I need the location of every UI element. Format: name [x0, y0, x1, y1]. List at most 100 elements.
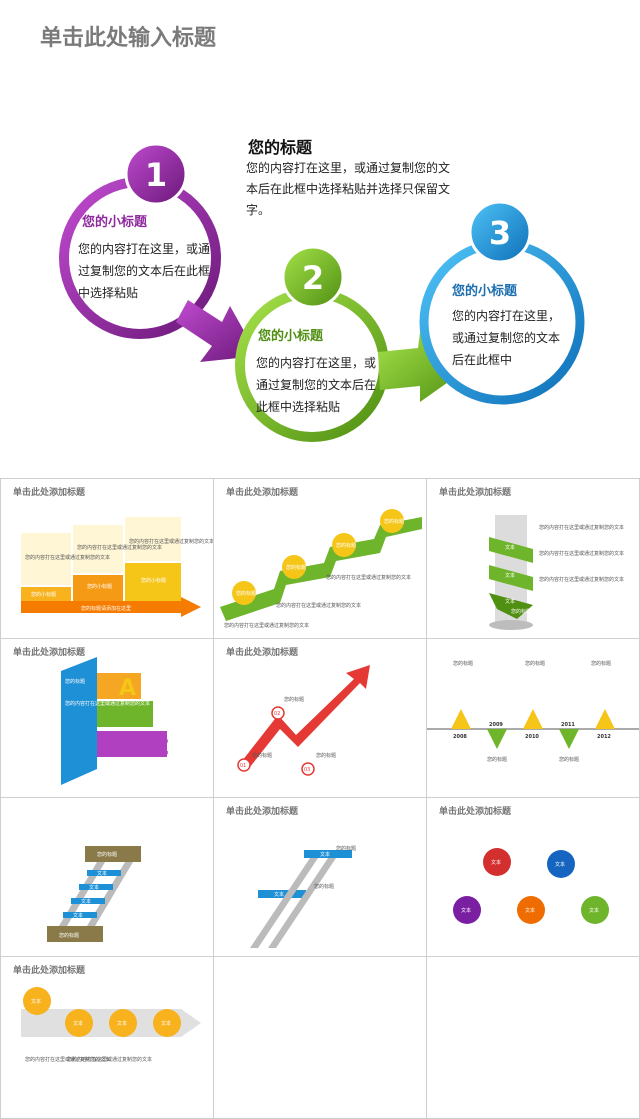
stair-bars-graphic: 您的小标题 您的小标题 您的小标题 您的标题请添加在这里 您的内容打在这里或通过… [21, 517, 213, 617]
thumbnail-8[interactable]: 单击此处添加标题 文本 您的标题 文本 您的标题 [213, 797, 427, 957]
ladder-graphic: 您的标题 文本 文本 文本 文本 您的标题 [47, 846, 141, 942]
thumbnail-6[interactable]: 2008 2009 2010 2011 2012 您的标题 您的标题 您的标题 … [426, 638, 640, 798]
thumbnail-title: 单击此处添加标题 [13, 648, 86, 658]
svg-text:您的标题: 您的标题 [59, 932, 79, 939]
svg-text:您的内容打在这里或通过复制您的文本: 您的内容打在这里或通过复制您的文本 [65, 700, 150, 707]
thumbnail-10[interactable]: 单击此处添加标题 文本 文本 文本 文本 您的内容打在这里或通过复制您的文本 您… [0, 956, 214, 1119]
svg-text:文本: 文本 [117, 1020, 127, 1027]
step-1-subtitle[interactable]: 您的小标题 [82, 215, 148, 230]
svg-text:2008: 2008 [453, 734, 467, 740]
thumbnail-empty-1 [213, 956, 427, 1119]
thumbnail-title: 单击此处添加标题 [226, 648, 299, 658]
badge-3-number: 3 [489, 214, 511, 252]
svg-text:2012: 2012 [597, 734, 611, 740]
badge-2-number: 2 [302, 259, 324, 297]
svg-text:文本: 文本 [161, 1020, 171, 1027]
thumbnail-9[interactable]: 单击此处添加标题 文本 文本 文本 文本 文本 [426, 797, 640, 957]
thumbnail-title: 单击此处添加标题 [13, 488, 86, 498]
svg-text:您的内容打在这里或通过复制您的文本: 您的内容打在这里或通过复制您的文本 [539, 576, 624, 583]
svg-text:您的内容打在这里或通过复制您的文本: 您的内容打在这里或通过复制您的文本 [539, 550, 624, 557]
svg-text:您的内容打在这里或通过复制您的文本: 您的内容打在这里或通过复制您的文本 [539, 524, 624, 531]
process-diagram: 1 2 3 [59, 142, 585, 442]
svg-text:文本: 文本 [505, 598, 515, 605]
slide-title[interactable]: 单击此处输入标题 [40, 26, 217, 51]
svg-text:A: A [119, 676, 136, 701]
svg-text:您的标题: 您的标题 [65, 678, 85, 685]
growth-arrow-graphic: 01 02 03 您的标题 您的标题 您的标题 [237, 665, 370, 776]
thumbnail-1[interactable]: 单击此处添加标题 您的小标题 您的小标题 您的小标题 您的标题请添加在这里 您的… [0, 478, 214, 639]
svg-text:您的标题: 您的标题 [511, 608, 531, 615]
svg-text:您的标题: 您的标题 [316, 752, 336, 759]
svg-text:您的标题: 您的标题 [286, 564, 306, 571]
svg-text:您的标题: 您的标题 [559, 756, 579, 763]
svg-text:2010: 2010 [525, 734, 539, 740]
svg-text:文本: 文本 [525, 907, 535, 914]
step-3-text[interactable]: 您的内容打在这里，或通过复制您的文本后在此框中 [452, 309, 561, 367]
circle-flow-graphic: 文本 文本 文本 文本 文本 [453, 848, 609, 924]
svg-text:您的内容打在这里或通过复制您的文本: 您的内容打在这里或通过复制您的文本 [25, 1056, 110, 1063]
svg-text:02: 02 [274, 711, 280, 717]
svg-text:2009: 2009 [489, 722, 503, 728]
svg-text:您的标题: 您的标题 [236, 590, 256, 597]
svg-text:您的小标题: 您的小标题 [87, 583, 112, 590]
heading[interactable]: 您的标题 [248, 138, 313, 157]
svg-text:文本: 文本 [505, 572, 515, 579]
svg-text:文本: 文本 [320, 851, 330, 858]
svg-text:您的内容打在这里或通过复制您的文本: 您的内容打在这里或通过复制您的文本 [326, 574, 411, 581]
main-slide: 单击此处输入标题 1 2 3 您的标题 您的内容打在这里 [0, 0, 640, 478]
svg-text:您的标题: 您的标题 [336, 542, 356, 549]
svg-text:C: C [153, 736, 169, 761]
svg-text:您的标题: 您的标题 [284, 696, 304, 703]
step-2-text[interactable]: 您的内容打在这里，或通过复制您的文本后在此框中选择粘贴 [256, 356, 377, 414]
step-1-text[interactable]: 您的内容打在这里，或通过复制您的文本后在此框中选择粘贴 [78, 242, 211, 300]
svg-text:您的小标题: 您的小标题 [141, 577, 166, 584]
svg-text:文本: 文本 [274, 891, 284, 898]
svg-text:2011: 2011 [561, 722, 575, 728]
svg-text:您的标题: 您的标题 [487, 756, 507, 763]
svg-text:文本: 文本 [505, 544, 515, 551]
svg-text:文本: 文本 [589, 907, 599, 914]
svg-text:文本: 文本 [81, 898, 91, 905]
svg-text:文本: 文本 [73, 1020, 83, 1027]
thumbnail-title: 单击此处添加标题 [226, 807, 299, 817]
badge-1 [124, 142, 188, 206]
svg-text:文本: 文本 [491, 859, 501, 866]
thumbnail-7[interactable]: 您的标题 文本 文本 文本 文本 您的标题 [0, 797, 214, 957]
thumbnail-2[interactable]: 单击此处添加标题 您的标题 您的标题 您的标题 您的标题 您的内容打在这里或通过… [213, 478, 427, 639]
thumbnail-grid: 单击此处添加标题 您的小标题 您的小标题 您的小标题 您的标题请添加在这里 您的… [0, 478, 640, 1119]
step-2-subtitle[interactable]: 您的小标题 [258, 329, 324, 344]
heading-text[interactable]: 您的内容打在这里，或通过复制您的文本后在此框中选择粘贴并选择只保留文字。 [246, 161, 451, 217]
svg-text:01: 01 [240, 763, 246, 769]
svg-text:B: B [137, 706, 154, 731]
thumbnail-title: 单击此处添加标题 [439, 807, 512, 817]
thumbnail-4[interactable]: 单击此处添加标题 A B C 您的标题 您的内容打在这里或通过复制您的文本 [0, 638, 214, 798]
svg-text:文本: 文本 [89, 884, 99, 891]
thumbnail-3[interactable]: 单击此处添加标题 文本 文本 文本 您的标题 您的内容打在这里或通过复制您的文本… [426, 478, 640, 639]
thumbnail-empty-2 [426, 956, 640, 1119]
svg-text:文本: 文本 [31, 998, 41, 1005]
svg-text:文本: 文本 [73, 912, 83, 919]
svg-text:您的内容打在这里或通过复制您的文本: 您的内容打在这里或通过复制您的文本 [25, 554, 110, 561]
spiral-pillar-graphic: 文本 文本 文本 您的标题 您的内容打在这里或通过复制您的文本 您的内容打在这里… [489, 515, 624, 630]
svg-text:文本: 文本 [461, 907, 471, 914]
badge-1-number: 1 [145, 156, 167, 194]
svg-text:您的内容打在这里或通过复制您的文本: 您的内容打在这里或通过复制您的文本 [276, 602, 361, 609]
abc-banner-graphic: A B C 您的标题 您的内容打在这里或通过复制您的文本 [61, 657, 169, 785]
svg-text:您的标题: 您的标题 [453, 660, 473, 667]
svg-text:您的标题: 您的标题 [252, 752, 272, 759]
svg-text:您的内容打在这里或通过复制您的文本: 您的内容打在这里或通过复制您的文本 [67, 1056, 152, 1063]
svg-text:您的标题: 您的标题 [384, 518, 404, 525]
platform-ladder-graphic: 文本 您的标题 文本 您的标题 [250, 845, 356, 948]
svg-text:03: 03 [304, 767, 310, 773]
svg-text:您的标题: 您的标题 [591, 660, 611, 667]
svg-text:您的小标题: 您的小标题 [31, 591, 56, 598]
svg-text:您的标题请添加在这里: 您的标题请添加在这里 [81, 605, 131, 612]
svg-text:文本: 文本 [97, 870, 107, 877]
step-3-subtitle[interactable]: 您的小标题 [452, 284, 518, 299]
svg-text:您的标题: 您的标题 [525, 660, 545, 667]
thumbnail-5[interactable]: 单击此处添加标题 01 02 03 您的标题 您的标题 您的标题 [213, 638, 427, 798]
badge-3 [468, 200, 532, 264]
thumbnail-title: 单击此处添加标题 [439, 488, 512, 498]
thumbnail-title: 单击此处添加标题 [226, 488, 299, 498]
orange-circles-graphic: 文本 文本 文本 文本 您的内容打在这里或通过复制您的文本 您的内容打在这里或通… [21, 987, 201, 1063]
